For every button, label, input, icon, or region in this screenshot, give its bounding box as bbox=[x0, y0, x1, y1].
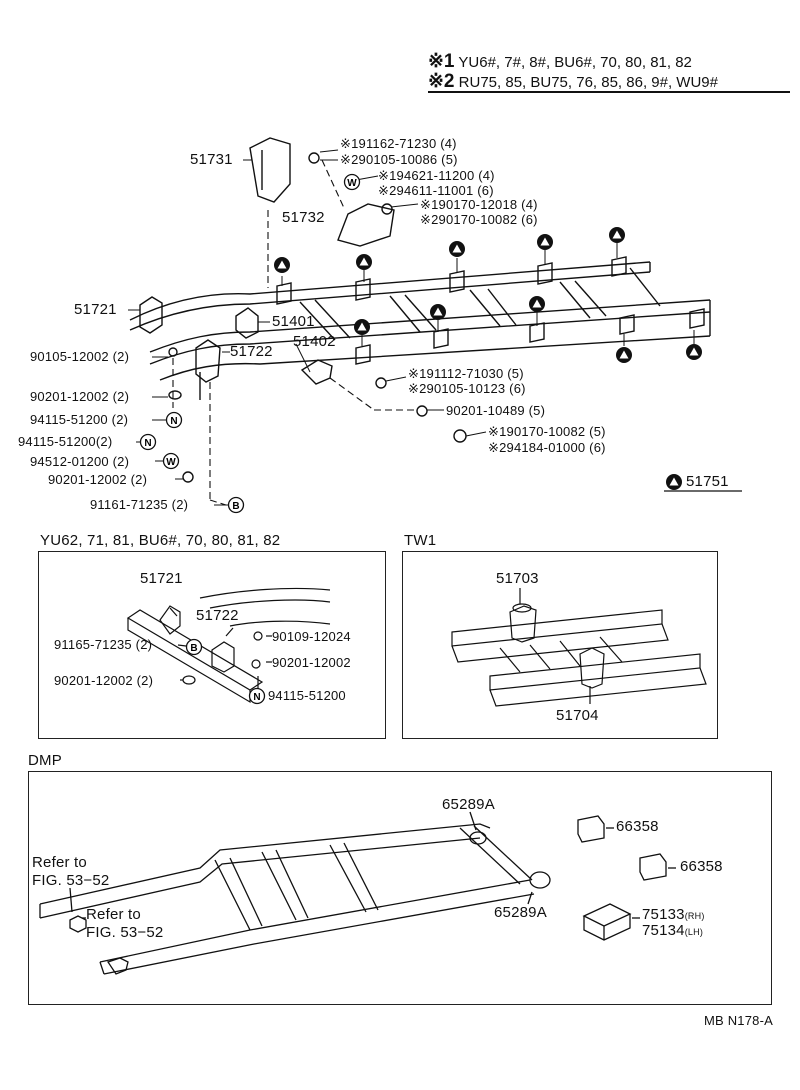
section-dmp-box bbox=[28, 771, 772, 1005]
washer-w-mark-2: W bbox=[162, 452, 180, 470]
label-left-1: 90105-12002 (2) bbox=[30, 349, 130, 364]
label-nut-f2: ※294184-01000 (6) bbox=[488, 440, 606, 455]
label-51731: 51731 bbox=[190, 151, 233, 168]
dmp-label-66358-a: 66358 bbox=[616, 818, 659, 835]
dmp-label-66358-b: 66358 bbox=[680, 858, 723, 875]
legend-text-2: RU75, 85, BU75, 76, 85, 86, 9#, WU9# bbox=[458, 74, 718, 91]
tw-label-51704: 51704 bbox=[556, 707, 599, 724]
mark-n-text-1: N bbox=[170, 416, 177, 427]
yu-label-90201b: 90201-12002 (2) bbox=[54, 673, 154, 688]
label-51721: 51721 bbox=[74, 301, 117, 318]
label-51401: 51401 bbox=[272, 313, 315, 330]
dmp-refer-1-line-a: Refer to bbox=[32, 854, 87, 871]
label-bolt-a1: ※191162-71230 (4) bbox=[340, 136, 457, 151]
dmp-refer-2-line-a: Refer to bbox=[86, 906, 141, 923]
legend-text-1: YU6#, 7#, 8#, BU6#, 70, 80, 81, 82 bbox=[458, 54, 692, 71]
washer-w-mark-1: W bbox=[343, 173, 361, 191]
legend-mark-1: ※1 bbox=[428, 51, 455, 72]
bolt-b-mark-1: B bbox=[227, 496, 245, 514]
mark-n-text-2: N bbox=[144, 438, 151, 449]
label-left-6: 90201-12002 (2) bbox=[48, 472, 148, 487]
label-washer-b1: ※194621-11200 (4) bbox=[378, 168, 495, 183]
section-dmp-title: DMP bbox=[28, 752, 62, 769]
dmp-label-75133: 75133(RH) bbox=[642, 906, 705, 923]
label-51732: 51732 bbox=[282, 209, 325, 226]
label-bolt-d2: ※290105-10123 (6) bbox=[408, 381, 526, 396]
dmp-75134-num: 75134 bbox=[642, 922, 685, 939]
dmp-label-65289a-bot: 65289A bbox=[494, 904, 547, 921]
mark-b-text-1: B bbox=[232, 501, 239, 512]
legend-line-1: ※1 YU6#, 7#, 8#, BU6#, 70, 80, 81, 82 bbox=[428, 50, 692, 73]
label-left-2: 90201-12002 (2) bbox=[30, 389, 130, 404]
section-yu-title: YU62, 71, 81, BU6#, 70, 80, 81, 82 bbox=[40, 532, 281, 549]
dmp-75134-side: (LH) bbox=[684, 927, 704, 937]
legend-line-2: ※2 RU75, 85, BU75, 76, 85, 86, 9#, WU9# bbox=[428, 70, 718, 93]
nut-n-mark-2: N bbox=[139, 433, 157, 451]
nut-n-mark-1: N bbox=[165, 411, 183, 429]
footer-code: MB N178-A bbox=[704, 1013, 773, 1028]
label-bolt-d1: ※191112-71030 (5) bbox=[408, 366, 524, 381]
label-bolt-a2: ※290105-10086 (5) bbox=[340, 152, 458, 167]
label-left-3: 94115-51200 (2) bbox=[30, 412, 129, 427]
label-left-5: 94512-01200 (2) bbox=[30, 454, 130, 469]
label-left-4: 94115-51200(2) bbox=[18, 434, 113, 449]
dmp-label-65289a-top: 65289A bbox=[442, 796, 495, 813]
dmp-label-75134: 75134(LH) bbox=[642, 922, 703, 939]
yu-label-51722: 51722 bbox=[196, 607, 239, 624]
yu-label-91165: 91165-71235 (2) bbox=[54, 637, 153, 652]
yu-bolt-b-mark: B bbox=[185, 638, 203, 656]
mark-w-text-2: W bbox=[166, 457, 176, 468]
section-tw-title: TW1 bbox=[404, 532, 437, 549]
label-51751: 51751 bbox=[686, 473, 729, 490]
label-washer-b2: ※294611-11001 (6) bbox=[378, 183, 494, 198]
label-washer-e: 90201-10489 (5) bbox=[446, 403, 546, 418]
yu-nut-n-mark: N bbox=[248, 687, 266, 705]
yu-mark-b-text: B bbox=[190, 643, 197, 654]
label-nut-c2: ※290170-10082 (6) bbox=[420, 212, 538, 227]
yu-label-51721: 51721 bbox=[140, 570, 183, 587]
dmp-75133-num: 75133 bbox=[642, 906, 685, 923]
dmp-refer-2-line-b: FIG. 53−52 bbox=[86, 924, 164, 941]
section-yu-box bbox=[38, 551, 386, 739]
label-nut-f1: ※190170-10082 (5) bbox=[488, 424, 606, 439]
yu-mark-n-text: N bbox=[253, 692, 260, 703]
dmp-75133-side: (RH) bbox=[684, 911, 705, 921]
label-51722: 51722 bbox=[230, 343, 273, 360]
label-nut-c1: ※190170-12018 (4) bbox=[420, 197, 538, 212]
yu-label-94115: 94115-51200 bbox=[268, 688, 346, 703]
section-tw-box bbox=[402, 551, 718, 739]
dmp-refer-1-line-b: FIG. 53−52 bbox=[32, 872, 110, 889]
tw-label-51703: 51703 bbox=[496, 570, 539, 587]
mark-w-text-1: W bbox=[347, 178, 357, 189]
yu-label-90201a: 90201-12002 bbox=[272, 655, 351, 670]
label-left-7: 91161-71235 (2) bbox=[90, 497, 189, 512]
yu-label-90109: 90109-12024 bbox=[272, 629, 351, 644]
legend-mark-2: ※2 bbox=[428, 71, 455, 92]
label-51402: 51402 bbox=[293, 333, 336, 350]
